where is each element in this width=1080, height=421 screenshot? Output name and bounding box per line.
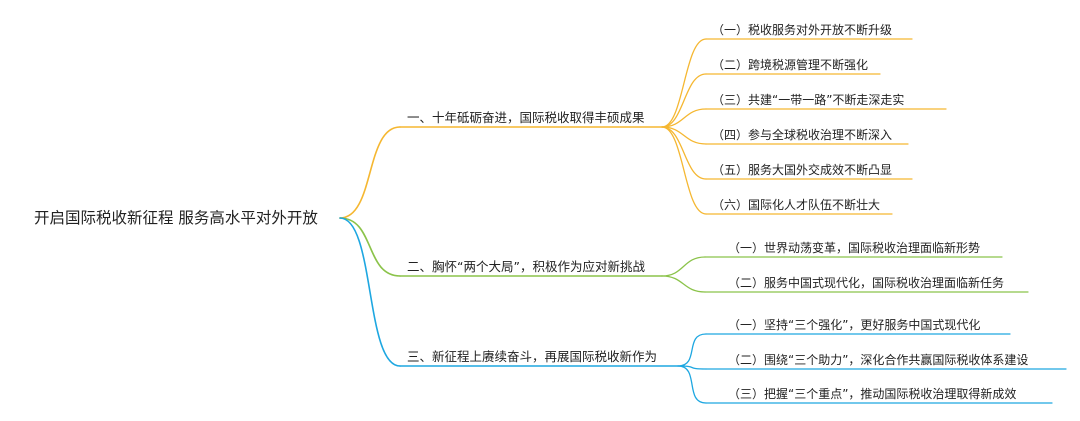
branch-1-leaf-4: （四）参与全球税收治理不断深入 bbox=[712, 128, 893, 142]
connector-branch-3-leaf-3 bbox=[677, 365, 707, 404]
branch-2-topic: 二、胸怀“两个大局”，积极作为应对新挑战 bbox=[407, 259, 645, 274]
connector-root-branch-3 bbox=[339, 217, 401, 367]
branch-1-leaf-6: （六）国际化人才队伍不断壮大 bbox=[712, 198, 881, 212]
branch-3-leaf-1: （一）坚持“三个强化”，更好服务中国式现代化 bbox=[728, 318, 981, 332]
branch-3-leaf-2: （二）围绕“三个助力”，深化合作共赢国际税收体系建设 bbox=[728, 353, 1029, 367]
connector-root-branch-1 bbox=[339, 126, 401, 219]
branch-2-leaf-1: （一）世界动荡变革，国际税收治理面临新形势 bbox=[728, 241, 981, 255]
connector-branch-3-leaf-1 bbox=[677, 333, 707, 367]
root-topic: 开启国际税收新征程 服务高水平对外开放 bbox=[34, 209, 318, 227]
branch-1-leaf-1: （一）税收服务对外开放不断升级 bbox=[712, 23, 893, 37]
branch-3-topic: 三、新征程上赓续奋斗，再展国际税收新作为 bbox=[407, 349, 658, 364]
connector-branch-1-leaf-2 bbox=[661, 73, 707, 128]
branch-1-leaf-3: （三）共建“一带一路”不断走深走实 bbox=[712, 93, 905, 107]
connector-branch-1-leaf-3 bbox=[661, 108, 707, 128]
connector-branch-2-leaf-1 bbox=[661, 256, 706, 277]
branch-2-leaf-2: （二）服务中国式现代化，国际税收治理面临新任务 bbox=[728, 276, 1005, 290]
branch-1-leaf-2: （二）跨境税源管理不断强化 bbox=[712, 58, 869, 72]
branch-3-leaf-3: （三）把握“三个重点”，推动国际税收治理取得新成效 bbox=[728, 387, 1017, 401]
connector-branch-2-leaf-2 bbox=[661, 275, 706, 293]
branch-1-topic: 一、十年砥砺奋进，国际税收取得丰硕成果 bbox=[407, 110, 645, 125]
branch-1-leaf-5: （五）服务大国外交成效不断凸显 bbox=[712, 163, 893, 177]
connector-branch-1-leaf-1 bbox=[661, 38, 707, 128]
connector-branch-1-leaf-5 bbox=[661, 126, 707, 180]
connector-root-branch-2 bbox=[339, 217, 401, 277]
connector-branch-1-leaf-6 bbox=[661, 126, 707, 215]
